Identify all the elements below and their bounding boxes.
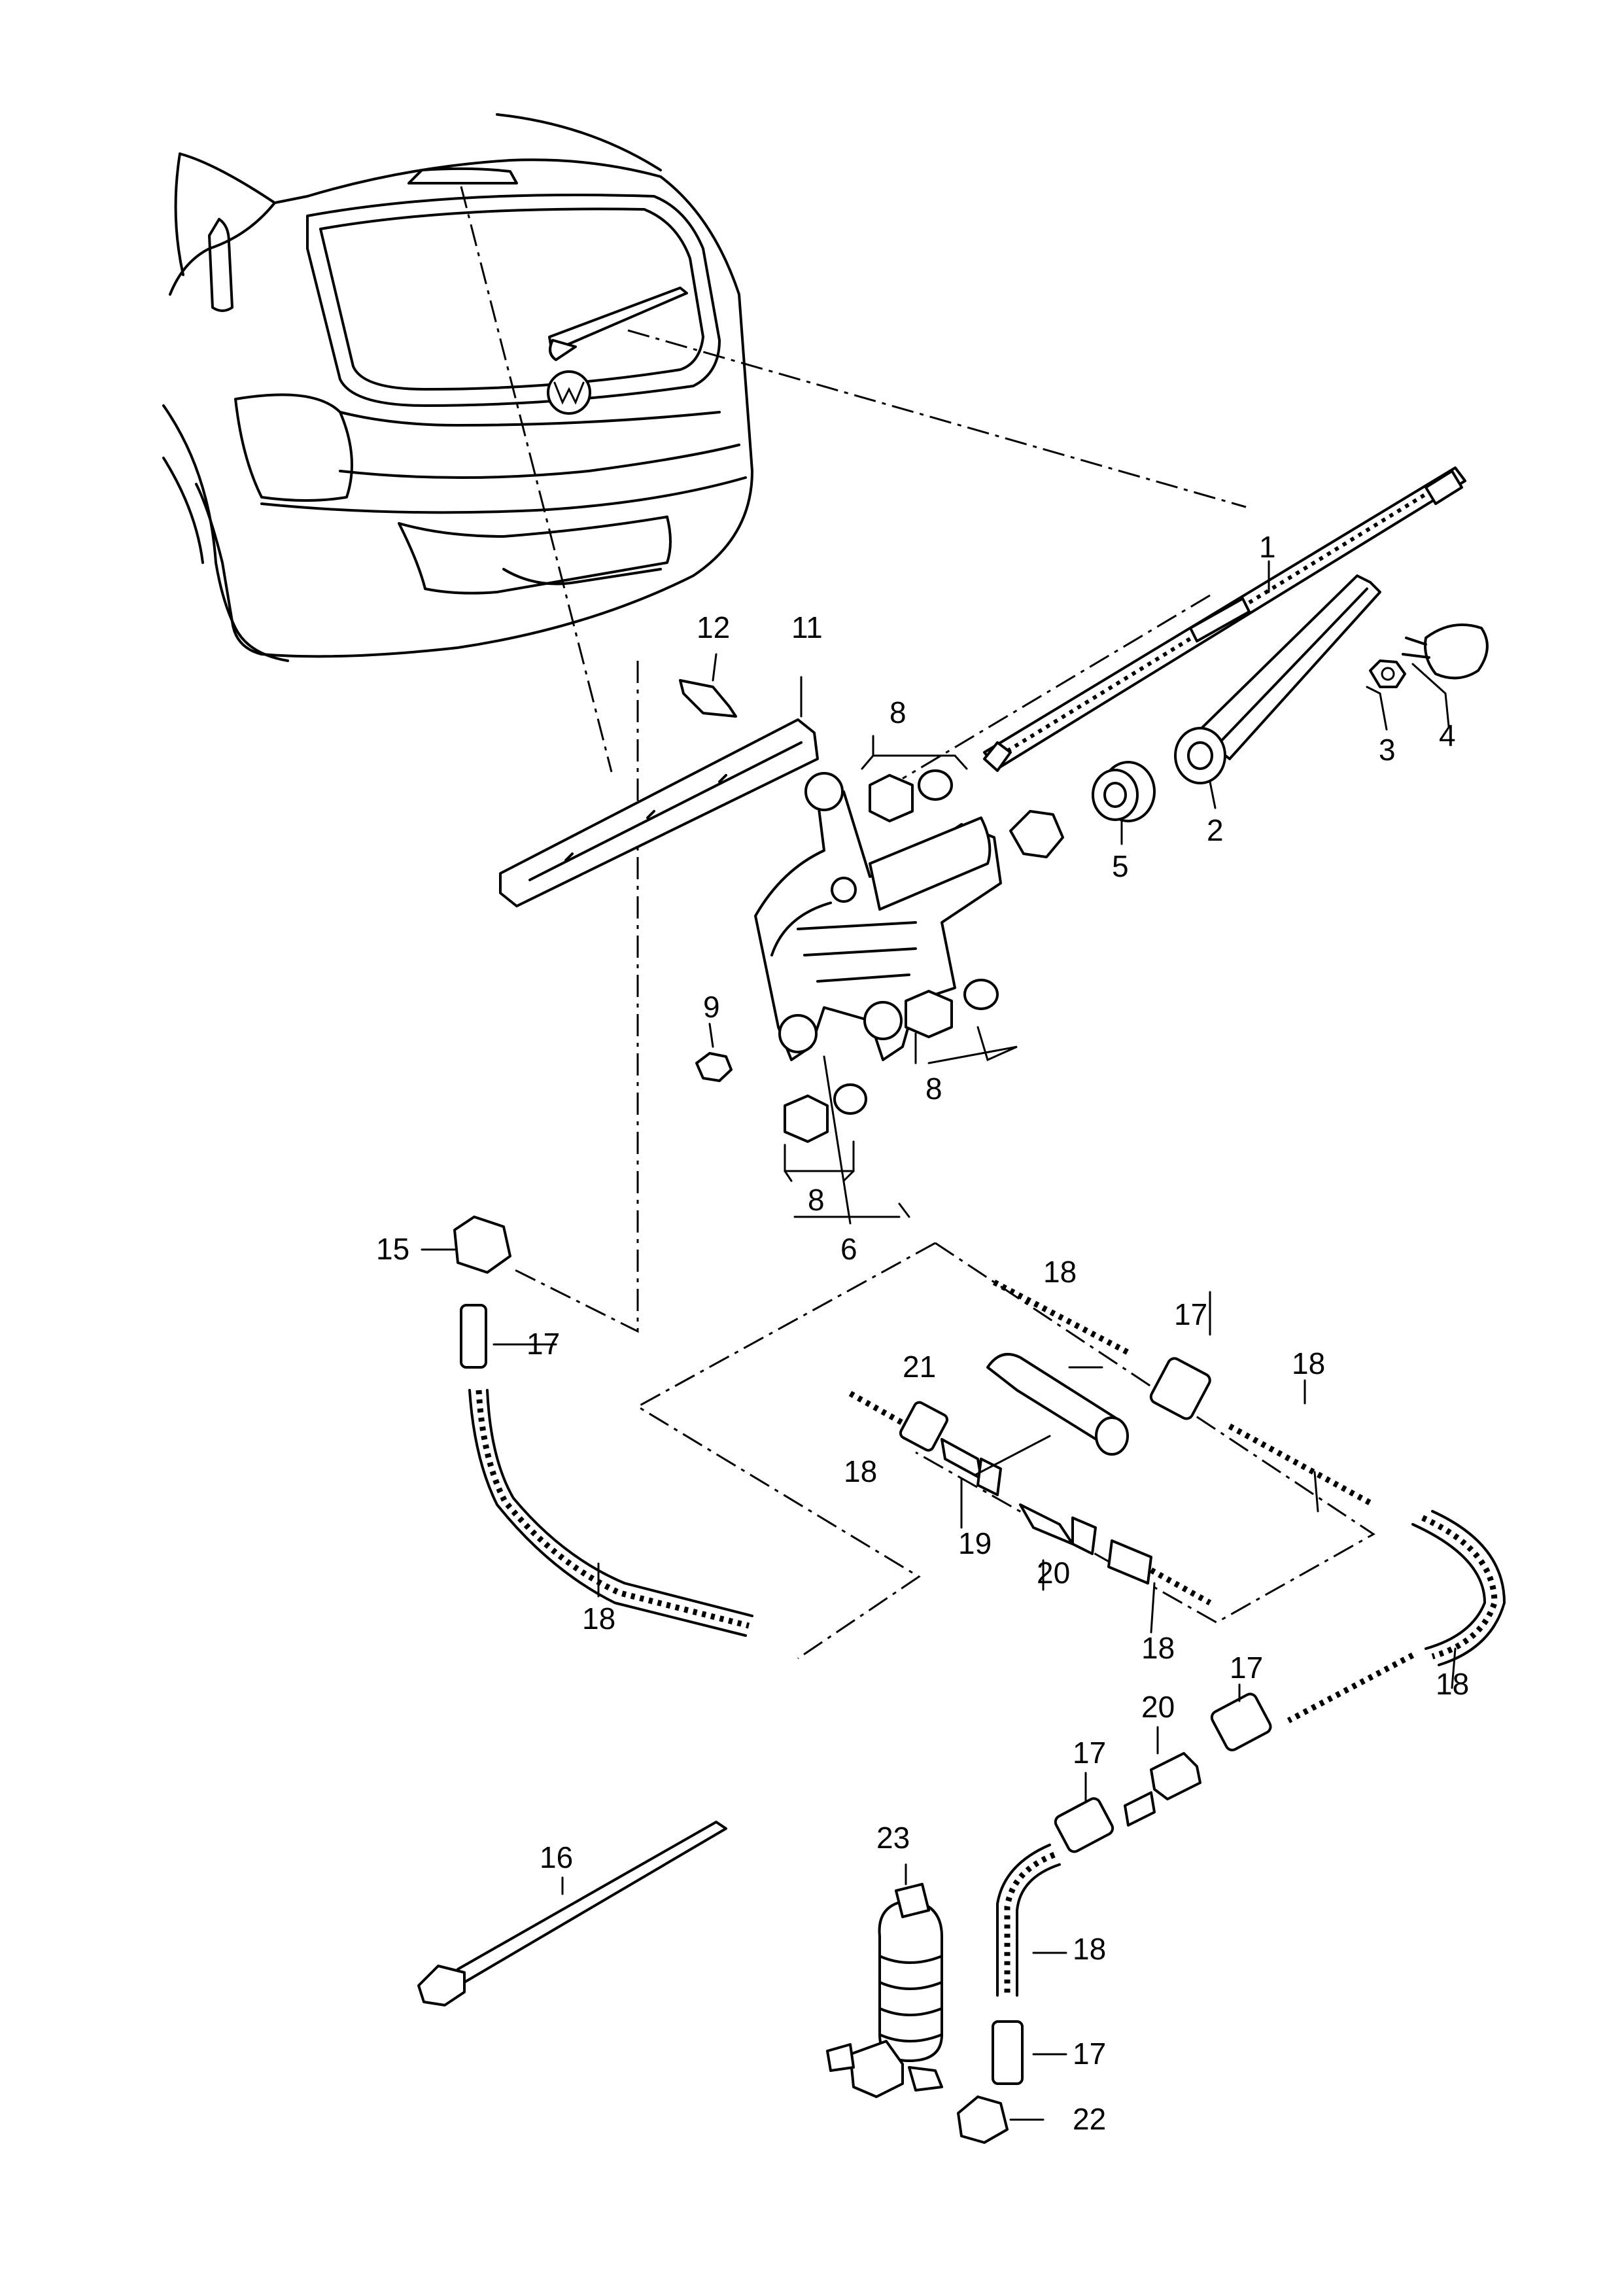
washer-hoses — [453, 1216, 1506, 2144]
washer-pump-part — [826, 1883, 943, 2098]
grommet-part — [1009, 761, 1156, 858]
callout-4: 4 — [1439, 718, 1456, 752]
callout-11: 11 — [791, 610, 823, 644]
callout-16: 16 — [540, 1840, 573, 1874]
callout-3: 3 — [1379, 733, 1396, 767]
callout-8b: 8 — [925, 1072, 942, 1106]
nut-9-part — [695, 1052, 733, 1082]
wiper-arm-part — [1174, 574, 1381, 784]
leader-lines — [421, 560, 1457, 2121]
callout-9: 9 — [703, 990, 720, 1024]
callout-23: 23 — [876, 1821, 910, 1855]
callout-17c: 17 — [1230, 1651, 1263, 1685]
callout-12: 12 — [697, 610, 730, 644]
callout-17e: 17 — [1073, 2037, 1106, 2071]
car-rear-illustration — [162, 113, 753, 662]
callout-18a: 18 — [1043, 1255, 1077, 1289]
wiper-blade-part — [983, 466, 1466, 772]
vw-logo-icon — [547, 370, 591, 415]
wiper-motor-part — [754, 772, 1002, 1061]
callout-17d: 17 — [1073, 1736, 1106, 1770]
callout-18e: 18 — [1141, 1631, 1175, 1665]
callout-6: 6 — [840, 1232, 857, 1266]
cap-part — [1402, 623, 1489, 680]
callout-18g: 18 — [1073, 1932, 1106, 1966]
callout-5: 5 — [1112, 849, 1129, 883]
rubber-mount-parts — [784, 769, 999, 1143]
callout-18f: 18 — [1436, 1667, 1469, 1701]
callout-8a: 8 — [890, 695, 907, 729]
callout-labels: 1 2 3 4 5 6 8 8 8 9 11 12 15 16 17 17 17… — [376, 530, 1469, 2136]
callout-18d: 18 — [582, 1602, 615, 1636]
callout-15: 15 — [376, 1232, 409, 1266]
callout-17b: 17 — [1174, 1297, 1207, 1331]
bulb-holder-part — [679, 679, 737, 718]
cable-tie-part — [417, 1821, 727, 2006]
callout-17a: 17 — [527, 1327, 560, 1361]
callout-22: 22 — [1073, 2102, 1106, 2136]
callout-18b: 18 — [1292, 1346, 1325, 1380]
filter-part — [986, 1353, 1129, 1456]
callout-21: 21 — [903, 1350, 936, 1384]
callout-19: 19 — [958, 1526, 992, 1560]
callout-20b: 20 — [1141, 1690, 1175, 1724]
nut-part — [1369, 659, 1406, 688]
callout-18c: 18 — [844, 1454, 877, 1488]
callout-2: 2 — [1207, 813, 1224, 847]
callout-20a: 20 — [1037, 1556, 1070, 1590]
callout-1: 1 — [1259, 530, 1276, 564]
cover-panel-part — [499, 718, 819, 907]
callout-8c: 8 — [808, 1183, 825, 1217]
